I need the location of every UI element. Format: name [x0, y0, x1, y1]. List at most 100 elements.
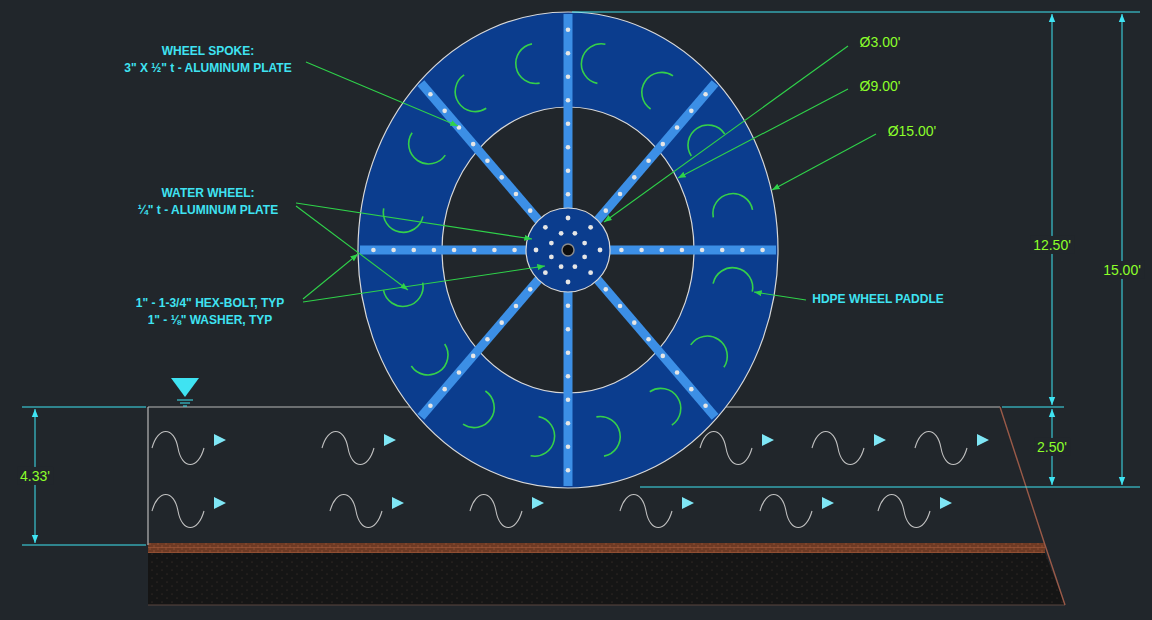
hub-bolt — [588, 225, 593, 230]
wheel-paddle — [596, 413, 623, 456]
hex-bolt — [432, 248, 437, 253]
wheel-paddle — [447, 75, 486, 119]
extension-line — [572, 12, 1140, 13]
dimension-line — [1052, 14, 1053, 405]
hex-bolt — [659, 248, 664, 253]
hex-bolt — [700, 248, 705, 253]
flow-arrow — [682, 497, 694, 509]
hex-bolt — [619, 248, 624, 253]
hub-bolt — [534, 248, 539, 253]
flow-line — [700, 432, 752, 465]
hex-bolt — [566, 74, 571, 79]
leader-line — [296, 203, 532, 239]
callout-text: ¼" t - ALUMINUM PLATE — [138, 204, 278, 218]
hex-bolt — [566, 192, 571, 197]
dimension-line — [1122, 14, 1123, 485]
hex-bolt — [485, 337, 490, 342]
wheel-spoke — [421, 83, 540, 222]
hex-bolt — [689, 387, 694, 392]
hex-bolt — [632, 175, 637, 180]
wheel-paddle — [713, 264, 756, 292]
hex-bolt — [428, 92, 433, 97]
hex-bolt — [720, 248, 725, 253]
wheel-spoke — [564, 290, 573, 486]
flow-line — [322, 432, 374, 465]
hex-bolt — [566, 468, 571, 473]
hex-bolt — [442, 387, 447, 392]
extension-line — [640, 487, 1140, 488]
hex-bolt — [646, 158, 651, 163]
flow-arrow — [214, 497, 226, 509]
channel-wall — [147, 407, 148, 545]
hex-bolt — [452, 248, 457, 253]
axle — [562, 244, 574, 256]
hex-bolt — [442, 109, 447, 114]
hub-bolt — [588, 270, 593, 275]
diameter-label: Ø3.00' — [860, 34, 901, 50]
hex-bolt — [566, 145, 571, 150]
leader-line — [772, 134, 876, 190]
leader-lines — [296, 46, 876, 302]
flow-line — [152, 495, 204, 528]
flow-arrow — [940, 497, 952, 509]
wheel-paddle — [578, 40, 606, 83]
extension-line — [1002, 407, 1064, 408]
hex-bolt — [566, 303, 571, 308]
flow-arrow — [977, 434, 989, 446]
hex-bolt — [566, 374, 571, 379]
channel-liner — [148, 543, 1045, 553]
flow-arrow — [214, 434, 226, 446]
flow-line — [470, 495, 522, 528]
hex-bolt — [528, 287, 533, 292]
diameter-label: Ø15.00' — [888, 123, 937, 139]
callout-text: WHEEL SPOKE: — [162, 45, 254, 59]
hex-bolt — [618, 192, 623, 197]
hub-bolt — [566, 216, 571, 221]
wheel-paddle — [650, 381, 689, 425]
hub-bolts — [534, 216, 603, 285]
hex-bolt — [371, 248, 376, 253]
hex-bolt — [566, 121, 571, 126]
hex-bolt — [675, 370, 680, 375]
hex-bolt — [566, 51, 571, 56]
hex-bolt — [428, 403, 433, 408]
hex-bolt — [499, 320, 504, 325]
hex-bolt — [566, 445, 571, 450]
flow-line — [152, 432, 204, 465]
hex-bolt — [675, 125, 680, 130]
hex-bolt — [680, 248, 685, 253]
hub-bolt — [543, 270, 548, 275]
wheel-paddle — [531, 417, 559, 460]
hex-bolt — [603, 208, 608, 213]
wheel-paddle — [463, 391, 502, 435]
hex-bolt — [411, 248, 416, 253]
hex-bolt — [618, 304, 623, 309]
hub-bolt — [549, 254, 554, 259]
dimension-label: 15.00' — [1100, 261, 1144, 279]
flow-arrow — [874, 434, 886, 446]
flow-arrow — [532, 497, 544, 509]
wheel-spoke — [564, 14, 573, 210]
leader-line — [754, 292, 806, 300]
hub-bolt — [549, 241, 554, 246]
diameter-label: Ø9.00' — [860, 78, 901, 94]
dimension-label: 12.50' — [1030, 236, 1074, 254]
flow-arrow — [762, 434, 774, 446]
hex-bolt — [566, 397, 571, 402]
wheel-paddle — [691, 328, 735, 367]
flow-arrow — [384, 434, 396, 446]
callout-text: HDPE WHEEL PADDLE — [812, 293, 944, 307]
hex-bolt — [566, 98, 571, 103]
flow-line — [878, 495, 930, 528]
dimension-label: 4.33' — [17, 467, 53, 485]
water-level-ticks — [177, 400, 193, 406]
flow-line — [330, 495, 382, 528]
callout-text: WATER WHEEL: — [161, 187, 254, 201]
wheel-spokes — [360, 14, 776, 486]
flow-line — [760, 495, 812, 528]
flow-line — [915, 432, 967, 465]
leader-line — [296, 206, 408, 290]
hex-bolt — [661, 142, 666, 147]
hub-bolt — [572, 264, 577, 269]
